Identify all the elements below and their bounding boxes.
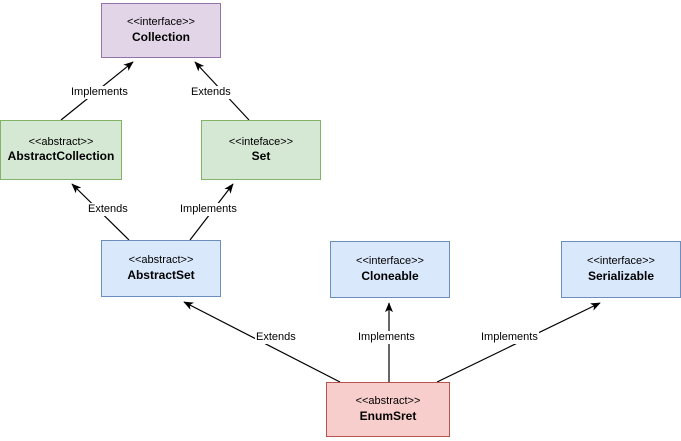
class-box-serializable[interactable]: <<interface>> Serializable — [561, 241, 681, 298]
class-name: AbstractSet — [127, 267, 195, 282]
class-stereotype: <<abstract>> — [355, 395, 421, 408]
class-stereotype: <<abstract>> — [128, 254, 194, 267]
class-stereotype: <<interface>> — [127, 16, 195, 29]
class-name: Cloneable — [361, 268, 419, 283]
edge-label-implements-cloneable: Implements — [357, 331, 416, 344]
class-box-cloneable[interactable]: <<interface>> Cloneable — [330, 241, 450, 298]
edge-label-implements-set: Implements — [179, 203, 238, 216]
class-box-set[interactable]: <<inteface>> Set — [201, 120, 321, 180]
class-stereotype: <<abstract>> — [28, 135, 94, 148]
class-box-abstractset[interactable]: <<abstract>> AbstractSet — [101, 240, 221, 297]
edge-label-extends-abstractcollection: Extends — [87, 203, 129, 216]
class-box-enumsret[interactable]: <<abstract>> EnumSret — [326, 382, 450, 437]
class-name: Serializable — [587, 268, 655, 283]
class-name: Collection — [131, 29, 190, 44]
class-stereotype: <<inteface>> — [228, 135, 294, 148]
edge-label-extends-abstractset: Extends — [255, 331, 297, 344]
class-box-collection[interactable]: <<interface>> Collection — [101, 3, 221, 58]
class-name: EnumSret — [359, 408, 417, 423]
edge-label-extends-collection: Extends — [190, 86, 232, 99]
class-name: Set — [251, 149, 271, 164]
edge-label-implements-serializable: Implements — [480, 331, 539, 344]
class-name: AbstractCollection — [7, 149, 115, 164]
edge-label-implements-collection: Implements — [70, 86, 129, 99]
class-stereotype: <<interface>> — [356, 255, 424, 268]
class-stereotype: <<interface>> — [587, 255, 655, 268]
class-box-abstractcollection[interactable]: <<abstract>> AbstractCollection — [0, 120, 122, 180]
